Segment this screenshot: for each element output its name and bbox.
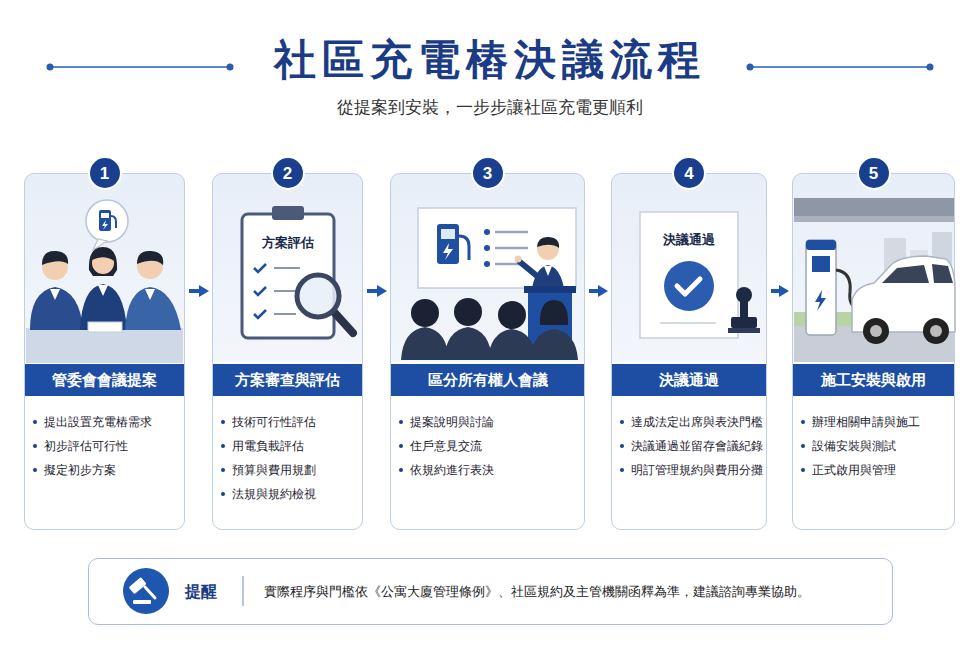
reminder-text: 實際程序與門檻依《公寓大廈管理條例》、社區規約及主管機關函釋為準，建議諮詢專業協… xyxy=(264,583,810,601)
step-card: 辦理相關申請與施工設備安裝與測試正式啟用與管理5施工安裝與啟用 xyxy=(792,173,955,530)
flow-arrow xyxy=(771,289,779,293)
bullet-list: 技術可行性評估用電負載評估預算與費用規劃法規與規約檢視 xyxy=(221,410,360,506)
flow-arrow xyxy=(189,289,199,293)
step-card: 達成法定出席與表決門檻決議通過並留存會議紀錄明訂管理規約與費用分攤4決議通過 xyxy=(611,173,767,530)
bullet-item: 辦理相關申請與施工 xyxy=(801,410,952,434)
reminder-box: 提醒 實際程序與門檻依《公寓大廈管理條例》、社區規約及主管機關函釋為準，建議諮詢專… xyxy=(88,558,893,625)
step-number: 4 xyxy=(672,156,706,190)
step-number-text: 3 xyxy=(483,165,492,182)
step-title: 方案審查與評估 xyxy=(235,371,340,390)
bullet-list: 辦理相關申請與施工設備安裝與測試正式啟用與管理 xyxy=(801,410,952,482)
step-number: 5 xyxy=(857,156,891,190)
bullet-list: 提出設置充電樁需求初步評估可行性擬定初步方案 xyxy=(33,410,182,482)
bullet-item: 提出設置充電樁需求 xyxy=(33,410,182,434)
bullet-item: 技術可行性評估 xyxy=(221,410,360,434)
step-number-text: 5 xyxy=(869,165,878,182)
bullet-item: 依規約進行表決 xyxy=(399,458,582,482)
flow-arrow xyxy=(589,289,598,293)
step-number: 2 xyxy=(271,156,305,190)
bullet-item: 明訂管理規約與費用分攤 xyxy=(620,458,764,482)
bullet-item: 設備安裝與測試 xyxy=(801,434,952,458)
title-rule-part xyxy=(47,64,54,71)
bullet-item: 住戶意見交流 xyxy=(399,434,582,458)
document-heading: 決議通過 xyxy=(663,231,715,249)
document-heading: 方案評估 xyxy=(262,234,314,252)
bullet-item: 提案說明與討論 xyxy=(399,410,582,434)
step-header: 區分所有權人會議 xyxy=(391,364,584,396)
step-card: 提出設置充電樁需求初步評估可行性擬定初步方案1管委會會議提案 xyxy=(24,173,185,530)
bullet-item: 預算與費用規劃 xyxy=(221,458,360,482)
step-number-text: 2 xyxy=(283,165,292,182)
step-number-text: 4 xyxy=(684,165,693,182)
bullet-item: 達成法定出席與表決門檻 xyxy=(620,410,764,434)
step-card: 技術可行性評估用電負載評估預算與費用規劃法規與規約檢視2方案審查與評估 xyxy=(212,173,363,530)
bullet-item: 初步評估可行性 xyxy=(33,434,182,458)
step-number: 3 xyxy=(471,156,505,190)
bullet-item: 擬定初步方案 xyxy=(33,458,182,482)
diagram-subtitle: 從提案到安裝，一步步讓社區充電更順利 xyxy=(0,96,980,120)
reminder-heading: 提醒 xyxy=(185,581,217,602)
step-title: 管委會會議提案 xyxy=(52,371,157,390)
step-number-text: 1 xyxy=(100,165,109,182)
title-rule-part xyxy=(50,66,230,68)
bullet-item: 決議通過並留存會議紀錄 xyxy=(620,434,764,458)
step-card: 提案說明與討論住戶意見交流依規約進行表決3區分所有權人會議 xyxy=(390,173,585,530)
step-header: 決議通過 xyxy=(612,364,766,396)
bullet-list: 達成法定出席與表決門檻決議通過並留存會議紀錄明訂管理規約與費用分攤 xyxy=(620,410,764,482)
flow-arrow xyxy=(367,289,377,293)
step-title: 區分所有權人會議 xyxy=(428,371,548,390)
step-number: 1 xyxy=(88,156,122,190)
diagram-title: 社區充電樁決議流程 xyxy=(0,34,980,86)
bullet-item: 法規與規約檢視 xyxy=(221,482,360,506)
title-rule-part xyxy=(227,64,234,71)
title-rule-part xyxy=(750,66,930,68)
bullet-list: 提案說明與討論住戶意見交流依規約進行表決 xyxy=(399,410,582,482)
step-title: 決議通過 xyxy=(659,371,719,390)
bullet-item: 正式啟用與管理 xyxy=(801,458,952,482)
title-rule-part xyxy=(927,64,934,71)
step-header: 施工安裝與啟用 xyxy=(793,364,954,396)
title-rule-part xyxy=(747,64,754,71)
step-header: 方案審查與評估 xyxy=(213,364,362,396)
step-header: 管委會會議提案 xyxy=(25,364,184,396)
step-title: 施工安裝與啟用 xyxy=(821,371,926,390)
bullet-item: 用電負載評估 xyxy=(221,434,360,458)
